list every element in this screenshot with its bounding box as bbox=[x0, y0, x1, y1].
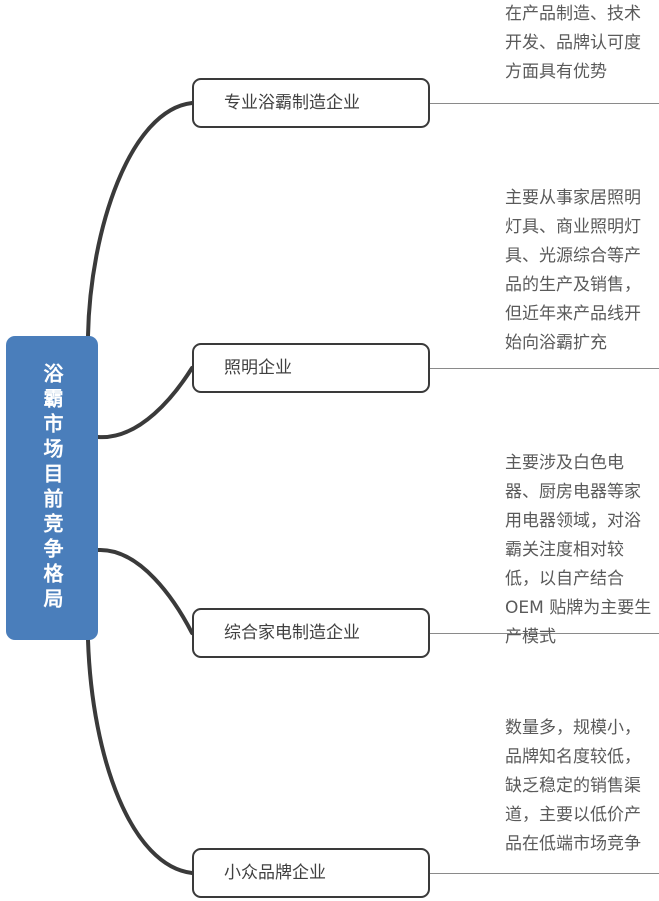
branch-node-1-label: 专业浴霸制造企业 bbox=[224, 92, 360, 113]
branch-rule-2 bbox=[430, 368, 659, 369]
branch-node-4-label: 小众品牌企业 bbox=[224, 862, 326, 883]
branch-description-1: 在产品制造、技术开发、品牌认可度方面具有优势 bbox=[505, 4, 641, 82]
branch-node-1[interactable]: 专业浴霸制造企业 bbox=[192, 78, 430, 128]
branch-rule-4 bbox=[430, 873, 659, 874]
branch-node-3-label: 综合家电制造企业 bbox=[224, 622, 360, 643]
branch-rule-1 bbox=[430, 103, 659, 104]
branch-rule-3 bbox=[430, 633, 659, 634]
branch-description-3: 主要涉及白色电器、厨房电器等家用电器领域，对浴霸关注度相对较低，以自产结合OEM… bbox=[505, 453, 652, 647]
branch-node-3[interactable]: 综合家电制造企业 bbox=[192, 608, 430, 658]
branch-node-4[interactable]: 小众品牌企业 bbox=[192, 848, 430, 898]
root-node[interactable]: 浴霸市场目前竞争格局 bbox=[6, 336, 98, 640]
branch-description-2: 主要从事家居照明灯具、商业照明灯具、光源综合等产品的生产及销售，但近年来产品线开… bbox=[505, 188, 641, 353]
edge-root-to-branch-2 bbox=[96, 366, 194, 440]
edge-root-to-branch-4 bbox=[86, 638, 194, 875]
branch-node-2-label: 照明企业 bbox=[224, 357, 292, 378]
branch-node-2[interactable]: 照明企业 bbox=[192, 343, 430, 393]
branch-description-4: 数量多，规模小，品牌知名度较低，缺乏稳定的销售渠道，主要以低价产品在低端市场竞争 bbox=[505, 718, 641, 854]
root-node-label: 浴霸市场目前竞争格局 bbox=[40, 363, 64, 613]
edge-root-to-branch-1 bbox=[86, 101, 194, 338]
edge-root-to-branch-3 bbox=[96, 547, 194, 635]
